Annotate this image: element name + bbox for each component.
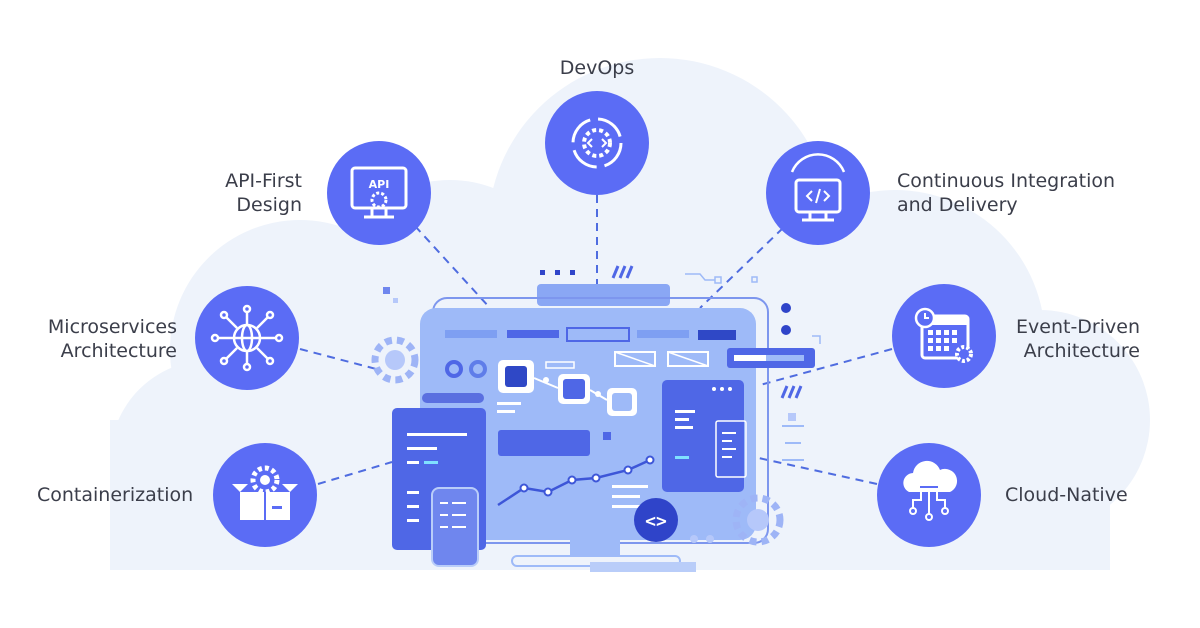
label-cloud-native: Cloud-Native bbox=[1005, 483, 1145, 507]
label-containerization-line-1: Containerization bbox=[37, 484, 194, 506]
label-ci-cd-line-2: and Delivery bbox=[897, 194, 1018, 216]
label-event-driven-line-2: Architecture bbox=[1023, 340, 1140, 362]
label-ci-cd: Continuous Integration and Delivery bbox=[897, 169, 1157, 217]
node-cloud-native bbox=[877, 443, 981, 547]
label-microservices: Microservices Architecture bbox=[20, 315, 177, 363]
label-api-first-line-2: Design bbox=[236, 194, 302, 216]
monitor-illustration bbox=[371, 265, 821, 572]
label-api-first: API-First Design bbox=[180, 169, 302, 217]
label-devops-line-1: DevOps bbox=[559, 57, 635, 79]
label-devops: DevOps bbox=[547, 56, 647, 80]
label-event-driven: Event-Driven Architecture bbox=[1000, 315, 1140, 363]
box-gear-icon bbox=[232, 465, 298, 520]
node-containerization bbox=[213, 443, 317, 547]
label-event-driven-line-1: Event-Driven bbox=[1016, 316, 1140, 338]
devops-gear-cycle-icon bbox=[571, 117, 623, 169]
label-api-first-line-1: API-First bbox=[225, 170, 302, 192]
code-badge-text: <> bbox=[645, 511, 667, 532]
cloud-network-icon bbox=[903, 460, 958, 521]
node-ci-cd bbox=[766, 141, 870, 245]
label-microservices-line-2: Architecture bbox=[60, 340, 177, 362]
code-monitor-icon bbox=[790, 153, 846, 222]
network-globe-icon bbox=[210, 304, 284, 372]
calendar-clock-icon bbox=[914, 307, 973, 363]
node-microservices bbox=[195, 286, 299, 390]
api-monitor-icon bbox=[350, 166, 408, 219]
node-event-driven bbox=[892, 284, 996, 388]
label-ci-cd-line-1: Continuous Integration bbox=[897, 170, 1116, 192]
label-microservices-line-1: Microservices bbox=[47, 316, 177, 338]
code-badge: <> bbox=[634, 498, 678, 542]
node-devops bbox=[545, 91, 649, 195]
node-api-first: API bbox=[327, 141, 431, 245]
label-cloud-native-line-1: Cloud-Native bbox=[1005, 484, 1128, 506]
svg-text:API: API bbox=[369, 178, 390, 191]
label-containerization: Containerization bbox=[37, 483, 217, 507]
